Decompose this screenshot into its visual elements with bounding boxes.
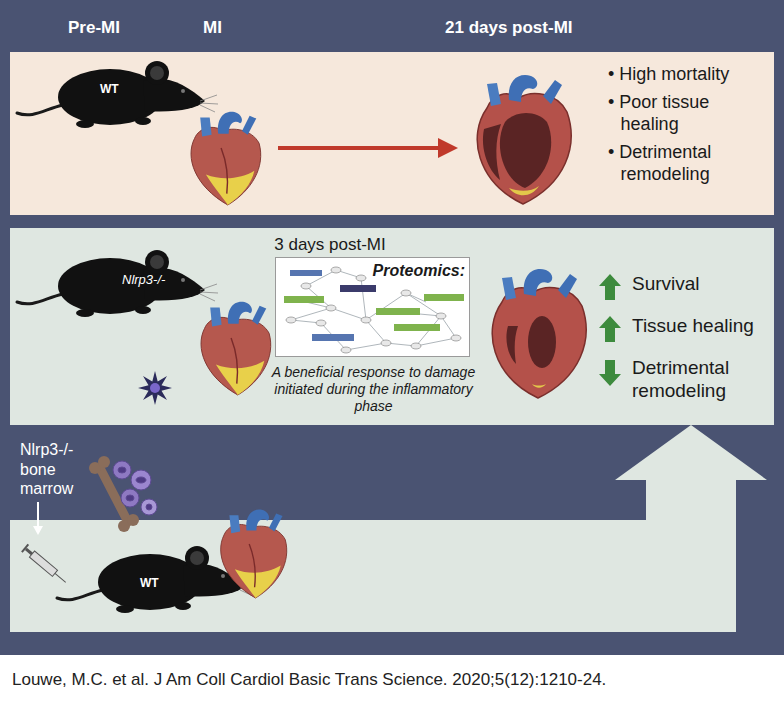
box-caption: A beneficial response to damage initiate… xyxy=(268,364,479,415)
healed-heart xyxy=(492,269,586,398)
network-nodes xyxy=(286,267,461,353)
marrow-cells xyxy=(113,461,157,515)
genotype-label: Nlrp3-/- xyxy=(122,272,165,288)
text-slot: • Poor tissue healing xyxy=(608,92,772,136)
up-arrow xyxy=(599,316,621,342)
bone xyxy=(89,456,139,532)
time-arrow-head xyxy=(438,138,458,158)
text-slot: Nlrp3-/- bone marrow xyxy=(20,440,90,499)
up-arrow xyxy=(599,274,621,300)
genotype-label: WT xyxy=(100,82,119,97)
genotype-label: WT xyxy=(140,576,159,591)
mouse xyxy=(17,250,218,317)
label-slot: Nlrp3-/- xyxy=(122,272,165,288)
time-arrow xyxy=(278,146,440,150)
transplant-illustration xyxy=(10,520,650,632)
text-slot: Survival xyxy=(632,272,772,295)
outcome-bullet: • Detrimental remodeling xyxy=(608,142,772,186)
infarcted-heart xyxy=(191,112,261,205)
label-slot: 21 days post-MI xyxy=(445,18,573,39)
down-arrow xyxy=(599,360,621,386)
text-slot: 3 days post-MI xyxy=(250,235,410,256)
network-modules xyxy=(284,270,464,341)
label-slot: WT xyxy=(100,82,119,97)
text-slot: Proteomics: xyxy=(360,261,465,281)
immune-cell xyxy=(138,371,172,405)
text-slot: Tissue healing xyxy=(632,314,772,337)
network-edges xyxy=(291,270,456,350)
text-slot: Detrimental remodeling xyxy=(632,356,772,402)
infarcted-heart xyxy=(201,302,271,395)
remodeled-heart xyxy=(477,75,571,204)
box-title: Proteomics: xyxy=(360,261,465,281)
timepoint-label: MI xyxy=(203,18,222,39)
panel-heading: 3 days post-MI xyxy=(250,235,410,256)
proteomics-box: Proteomics:A beneficial response to dama… xyxy=(275,257,470,357)
outcome-item: Survival xyxy=(632,272,772,295)
transplant-band: Nlrp3-/- bone marrow xyxy=(10,520,650,632)
injection-arrow-head xyxy=(33,526,43,535)
text-slot: A beneficial response to damage initiate… xyxy=(268,364,479,415)
knockout-panel: Proteomics: A beneficial response to dama… xyxy=(10,228,774,425)
timepoint-label: Pre-MI xyxy=(68,18,120,39)
text-slot: • Detrimental remodeling xyxy=(608,142,772,186)
syringe xyxy=(21,544,69,586)
outcome-bullet: • High mortality xyxy=(608,64,772,86)
outcome-item: Detrimental remodeling xyxy=(632,356,772,402)
outcome-panel: • High mortality • Poor tissue healing • D… xyxy=(10,52,774,215)
infarcted-heart xyxy=(221,510,287,598)
label-slot: Pre-MI xyxy=(68,18,120,39)
outcome-bullet: • Poor tissue healing xyxy=(608,92,772,136)
outcome-item: Tissue healing xyxy=(632,314,772,337)
injection-arrow xyxy=(37,502,39,528)
citation: Louwe, M.C. et al. J Am Coll Cardiol Bas… xyxy=(12,670,780,691)
caption-slot: Louwe, M.C. et al. J Am Coll Cardiol Bas… xyxy=(12,670,780,691)
label-slot: MI xyxy=(203,18,222,39)
text-slot: • High mortality xyxy=(608,64,772,86)
timepoint-label: 21 days post-MI xyxy=(445,18,573,39)
band-heading: Nlrp3-/- bone marrow xyxy=(20,440,90,499)
label-slot: WT xyxy=(140,576,159,591)
mouse xyxy=(17,61,218,128)
